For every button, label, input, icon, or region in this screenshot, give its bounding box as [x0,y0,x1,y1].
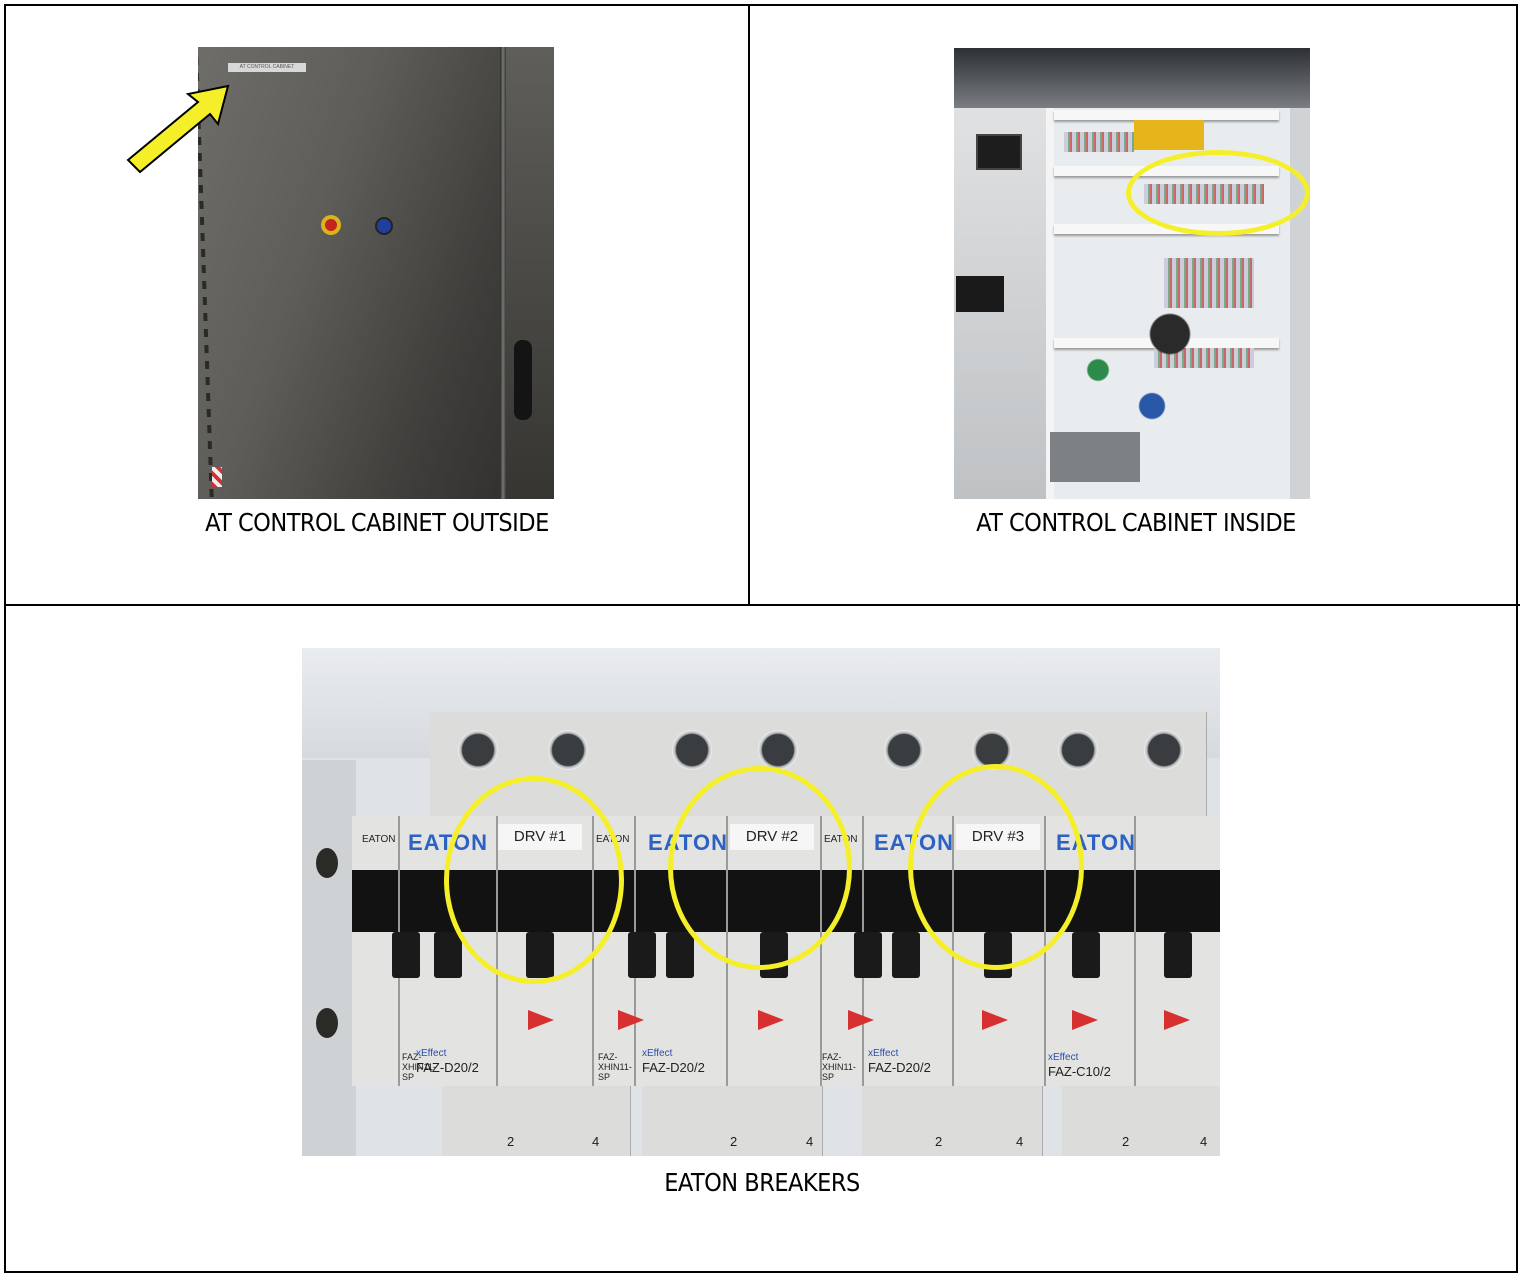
annotation-circle-drv2 [668,766,852,970]
junction-box [1050,432,1140,482]
red-indicator-icon [848,1010,874,1030]
terminal-screw [1058,730,1098,770]
annotation-circle-drv3 [908,764,1084,970]
breaker-toggle [854,932,882,978]
breaker-toggle [628,932,656,978]
terminal-screw [972,730,1012,770]
yellow-arrow-icon [126,84,230,174]
aux-contact-model: FAZ-XHIN11-SP [402,1052,436,1082]
rail-hole [316,1008,338,1038]
xeffect-label: xEffect [416,1048,447,1059]
breaker-toggle [892,932,920,978]
aux-contact-model: FAZ-XHIN11-SP [822,1052,856,1082]
network-switch [956,276,1004,312]
breaker-toggle [392,932,420,978]
caption-breakers: EATON BREAKERS [664,1168,860,1197]
terminal-number: 2 [1122,1134,1130,1149]
xeffect-label: xEffect [642,1048,673,1059]
xeffect-label: xEffect [1048,1052,1079,1063]
module-divider [820,816,822,1086]
annotation-ellipse [1126,150,1310,236]
red-indicator-icon [1164,1010,1190,1030]
terminal-screw [758,730,798,770]
door-handle [514,340,532,420]
terminal-screw [548,730,588,770]
bottom-terminal [862,1086,1043,1156]
bottom-terminal [1062,1086,1220,1156]
cabinet-inside-photo [954,48,1310,499]
breaker-toggle [1164,932,1192,978]
terminal-screw [672,730,712,770]
terminal-screw [1144,730,1184,770]
terminal-number: 4 [1200,1134,1208,1149]
breaker-toggle [434,932,462,978]
door-edge [500,47,506,499]
red-indicator-icon [1072,1010,1098,1030]
terminal-number: 4 [1016,1134,1024,1149]
table-frame [4,4,1518,1273]
safety-relay [1134,120,1204,150]
breaker-toggle [1072,932,1100,978]
module-divider [1134,816,1136,1086]
row-divider-horizontal [4,604,1520,606]
cabinet-outside-photo: AT CONTROL CABINET [198,47,554,499]
bottom-terminal [442,1086,631,1156]
terminal-number: 4 [806,1134,814,1149]
din-rail [1054,110,1279,120]
rail-hole [316,848,338,878]
red-indicator-icon [618,1010,644,1030]
eaton-logo-small: EATON [362,834,396,845]
blue-push-button [375,217,393,235]
red-indicator-icon [982,1010,1008,1030]
bottom-terminal [642,1086,823,1156]
breaker-model: FAZ-C10/2 [1048,1064,1111,1079]
terminal-number: 2 [730,1134,738,1149]
terminal-block [1064,132,1134,152]
top-shelf [954,48,1310,108]
cabinet-wall [954,48,1054,499]
terminal-number: 2 [507,1134,515,1149]
side-panel [506,47,554,499]
fan-grille [976,134,1022,170]
terminal-number: 4 [592,1134,600,1149]
annotation-circle-drv1 [444,776,624,984]
terminal-number: 2 [935,1134,943,1149]
red-indicator-icon [528,1010,554,1030]
red-indicator-icon [758,1010,784,1030]
breaker-toggle [666,932,694,978]
door-label: AT CONTROL CABINET [228,63,306,72]
eaton-breakers-photo: EATON EATON DRV #1 EATON EATON DRV #2 EA… [302,648,1220,1156]
breaker-model: FAZ-D20/2 [642,1060,705,1075]
breaker-model: FAZ-D20/2 [416,1060,479,1075]
cell-divider-vertical [748,4,750,606]
breaker-model: FAZ-D20/2 [868,1060,931,1075]
xeffect-label: xEffect [868,1048,899,1059]
caption-outside: AT CONTROL CABINET OUTSIDE [205,508,549,537]
emergency-stop-button [321,215,341,235]
terminal-screw [884,730,924,770]
din-rail [1054,224,1279,234]
terminal-screw [458,730,498,770]
warning-stripe [212,467,222,487]
caption-inside: AT CONTROL CABINET INSIDE [976,508,1296,537]
din-rail-end [302,760,356,1156]
aux-contact-model: FAZ-XHIN11-SP [598,1052,632,1082]
